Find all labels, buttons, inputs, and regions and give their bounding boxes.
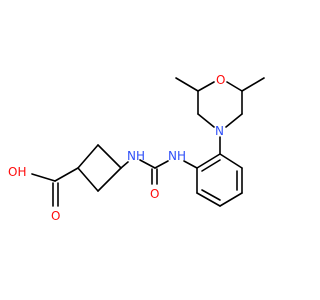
bond-cyclobutane-2 xyxy=(97,144,122,169)
bond-benzene-1 xyxy=(196,153,221,169)
molecule-structure-diagram: OH O NH NH O N O xyxy=(8,73,265,223)
bond-cooh-to-cyclobutane xyxy=(54,167,79,182)
atom-labels: OH O NH NH O N O xyxy=(8,73,225,223)
bond-methyl-right xyxy=(241,77,265,92)
bond-benzene-5 xyxy=(196,192,221,207)
atom-label-morpholine-n: N xyxy=(215,124,224,138)
bond-nh-to-benzene xyxy=(183,160,198,169)
bond-cyclobutane-1 xyxy=(77,144,99,169)
bond-cyclobutane-3 xyxy=(97,167,122,192)
atom-label-morpholine-o: O xyxy=(216,73,225,87)
bond-morpholine-c-to-o-left xyxy=(197,81,215,92)
bonds xyxy=(31,77,265,207)
atom-label-urea-nh-right: NH xyxy=(168,149,186,163)
bond-nh-to-urea-c xyxy=(139,159,156,169)
bond-benzene-2 xyxy=(219,153,243,169)
bond-morpholine-o-to-c-right xyxy=(226,81,243,92)
bond-cyclobutane-4 xyxy=(77,167,99,192)
bond-cooh-c-oh xyxy=(31,173,56,182)
bond-benzene-inner-1 xyxy=(201,159,221,172)
bond-benzene-inner-3 xyxy=(201,189,221,201)
atom-label-urea-o: O xyxy=(150,187,159,201)
bond-cyclobutane-to-nh xyxy=(120,161,129,169)
bond-morpholine-c-to-n-right xyxy=(225,113,243,128)
bond-methyl-left xyxy=(175,77,199,92)
bond-benzene-4 xyxy=(219,192,243,207)
bond-morpholine-n-to-c-left xyxy=(197,113,215,128)
bond-urea-c-to-nh xyxy=(154,160,169,169)
atom-label-hydroxyl-o: OH xyxy=(8,165,26,179)
atom-label-acid-carbonyl-o: O xyxy=(51,209,60,223)
atom-label-urea-nh-left: NH xyxy=(127,149,145,163)
